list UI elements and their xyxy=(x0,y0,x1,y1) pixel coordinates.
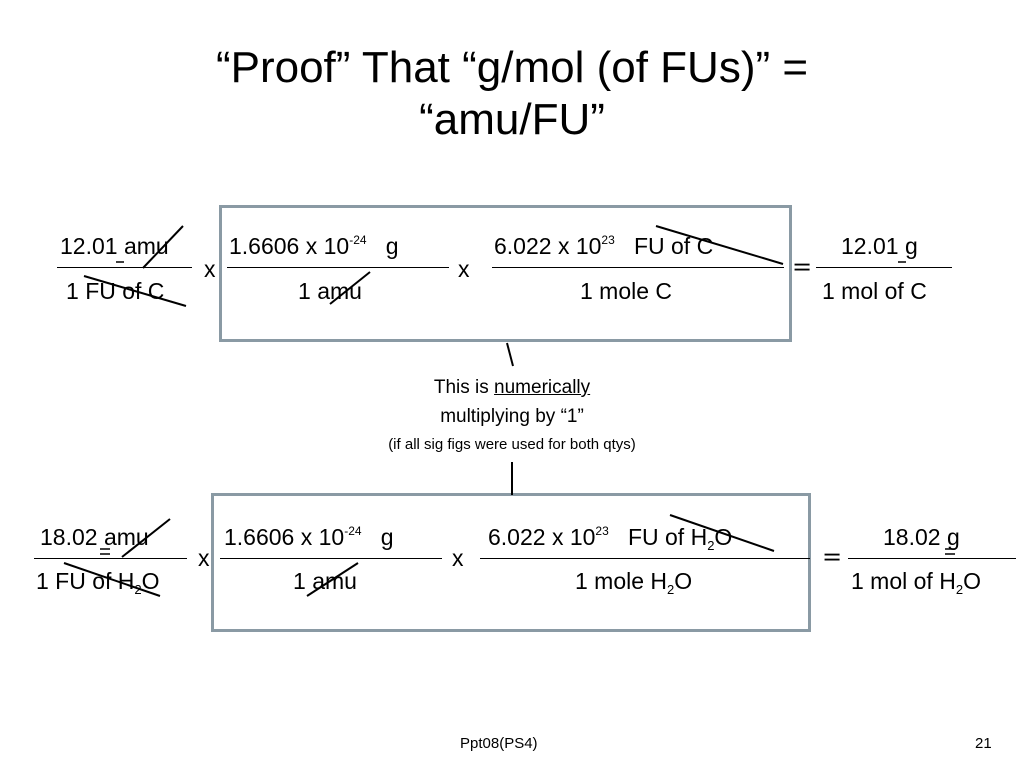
fraction-bar xyxy=(220,558,442,559)
annotation-line-1: This is numerically xyxy=(0,376,1024,400)
title-line-1: “Proof” That “g/mol (of FUs)” = xyxy=(215,43,809,92)
numerator-unit: g xyxy=(904,233,918,259)
times-sign: x xyxy=(458,256,470,282)
cancel-stroke xyxy=(669,514,775,552)
cancel-stroke xyxy=(306,562,359,597)
footer-label: Ppt08(PS4) xyxy=(460,735,538,752)
fraction-bar xyxy=(492,267,784,268)
cancel-stroke xyxy=(142,225,184,269)
numerator-value: 12.01 xyxy=(841,233,899,259)
numerator-coefficient: 6.022 x 10 xyxy=(488,524,596,550)
denominator-value: 1 xyxy=(293,568,306,594)
numerator-exponent: 23 xyxy=(595,524,609,538)
cancel-stroke xyxy=(329,271,371,305)
equals-sign: = xyxy=(822,543,843,571)
denominator-end: O xyxy=(963,568,981,594)
numerator-unit: g xyxy=(385,233,399,259)
denominator: 1 mole C xyxy=(580,278,673,304)
annotation-text: This is xyxy=(433,377,495,398)
denominator-end: O xyxy=(674,568,693,594)
denominator-unit: amu xyxy=(312,568,357,594)
denominator: 1 mole H xyxy=(575,568,668,594)
numerator-coefficient: 1.6606 x 10 xyxy=(224,524,345,550)
denominator-value: 1 xyxy=(66,278,79,304)
numerator-coefficient: 6.022 x 10 xyxy=(494,233,602,259)
denominator-unit: FU of C xyxy=(85,278,165,304)
cancel-stroke xyxy=(121,518,171,558)
annotation-line-3: (if all sig figs were used for both qtys… xyxy=(388,436,636,453)
denominator: 1 mol of C xyxy=(822,278,927,304)
numerator-subscript: 2 xyxy=(707,538,715,553)
equals-sign: = xyxy=(792,253,813,281)
denominator-unit: amu xyxy=(317,278,362,304)
times-sign: x xyxy=(452,545,464,571)
denominator-unit-end: O xyxy=(141,568,160,594)
numerator-unit-end: O xyxy=(714,524,733,550)
numerator-unit: FU of C xyxy=(633,233,714,259)
conversion-box-top xyxy=(219,205,792,342)
fraction-bar xyxy=(34,558,187,559)
numerator-value: 18.02 xyxy=(883,524,941,550)
title-line-2: “amu/FU” xyxy=(419,95,605,144)
fraction-bar xyxy=(848,558,1016,559)
annotation-emphasis: numerically xyxy=(494,377,591,398)
numerator-unit: g xyxy=(946,524,960,550)
page-number: 21 xyxy=(975,735,992,752)
denominator: 1 mol of H xyxy=(851,568,956,594)
fraction-bar xyxy=(480,558,810,559)
numerator-unit: amu xyxy=(123,233,169,259)
numerator-value: 18.02 xyxy=(40,524,98,550)
numerator-unit: FU of H xyxy=(627,524,708,550)
numerator-coefficient: 1.6606 x 10 xyxy=(229,233,350,259)
numerator-exponent: -24 xyxy=(344,524,362,538)
annotation-line-2: multiplying by “1” xyxy=(440,406,584,427)
slide-title: “Proof” That “g/mol (of FUs)” = “amu/FU” xyxy=(0,42,1024,146)
denominator-subscript: 2 xyxy=(667,582,675,597)
connector-line xyxy=(506,342,514,367)
times-sign: x xyxy=(198,545,210,571)
numerator-exponent: -24 xyxy=(349,233,367,247)
times-sign: x xyxy=(204,256,216,282)
numerator-unit: amu xyxy=(103,524,149,550)
fraction-bar xyxy=(227,267,449,268)
numerator-exponent: 23 xyxy=(601,233,615,247)
numerator-unit: g xyxy=(380,524,394,550)
denominator-subscript: 2 xyxy=(955,582,964,597)
cancel-stroke xyxy=(83,275,187,307)
fraction-bar xyxy=(816,267,952,268)
cancel-stroke xyxy=(655,225,784,265)
numerator-value: 12.01 xyxy=(60,233,118,259)
denominator-value: 1 xyxy=(298,278,311,304)
cancel-stroke xyxy=(63,562,161,597)
fraction-bar xyxy=(57,267,192,268)
